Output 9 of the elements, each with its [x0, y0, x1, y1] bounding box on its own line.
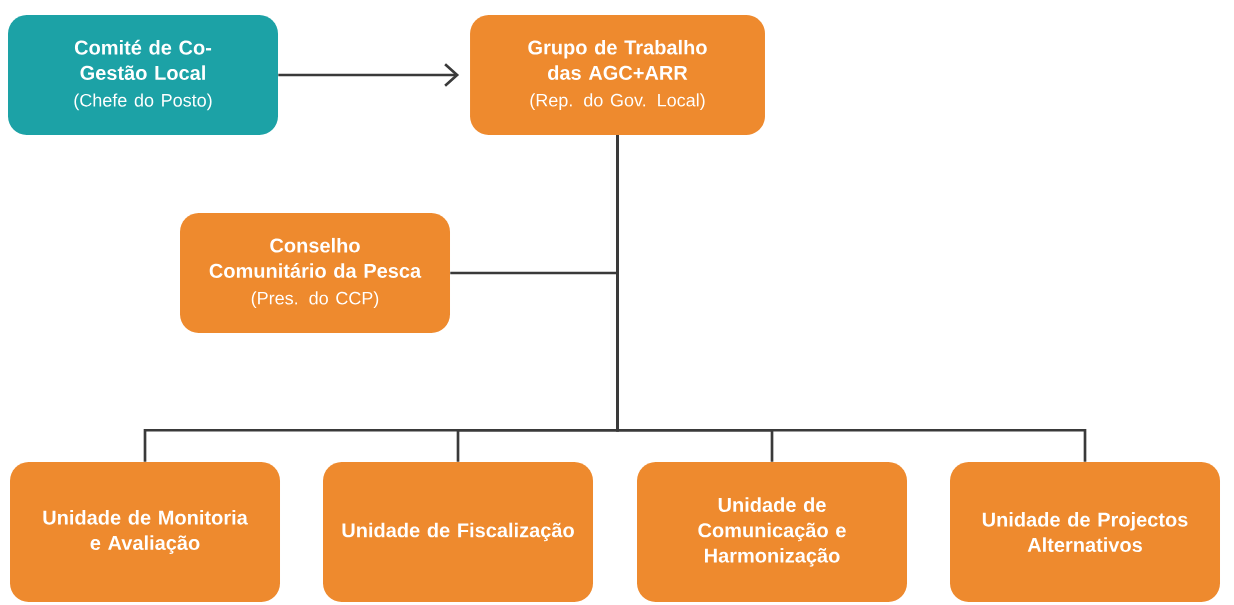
connector-line [616, 135, 1087, 462]
org-box: Unidade de Fiscalização [323, 462, 593, 602]
org-box: Unidade de Projectos Alternativos [950, 462, 1220, 602]
org-box: Comité de Co-Gestão Local (Chefe do Posto) [8, 15, 278, 135]
connector-line [278, 63, 460, 87]
org-box: Conselho Comunitário da Pesca (Pres. do CCP) [180, 213, 450, 333]
org-box: Grupo de Trabalho das AGC+ARR (Rep. do Gov. Local) [470, 15, 765, 135]
org-box: Unidade de Comunicação e Harmonização [637, 462, 907, 602]
org-box: Unidade de Monitoria e Avaliação [10, 462, 280, 602]
